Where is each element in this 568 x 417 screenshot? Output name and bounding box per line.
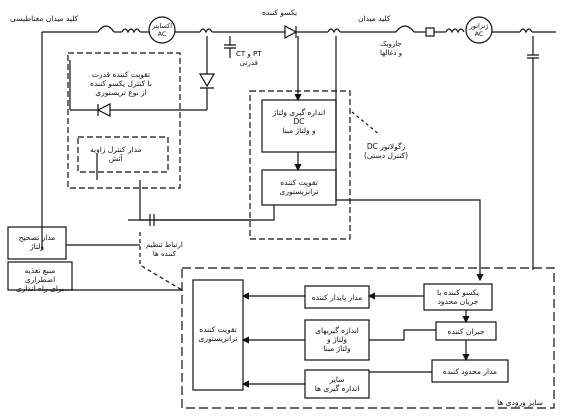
exciter-field-coil <box>121 28 141 34</box>
brush-contact-symbol <box>425 27 435 37</box>
exciter-field-breaker-label: کلید میدان مغناطیسی <box>10 14 79 23</box>
rectifier-symbol <box>284 24 298 40</box>
pt-ct-label: PT و CT قدرتی <box>236 50 262 67</box>
field-breaker-coil <box>327 28 341 34</box>
dc-regulator-pointer <box>351 111 381 136</box>
other-inputs-label: سایر ورودی ها <box>497 398 543 407</box>
power-diode-symbol <box>198 73 216 89</box>
transistor-amp-main-label: تقویت کننده ترانزیستوری <box>198 325 238 343</box>
angle-control-box <box>77 136 169 173</box>
compensator-label: جبران کننده <box>447 327 485 336</box>
generator-ac-circle <box>465 16 493 44</box>
regulator-link-line <box>139 232 183 291</box>
exciter-output-coil <box>199 28 213 34</box>
rectifier-label: یکسو کننده <box>262 8 298 17</box>
startup-supply-block <box>7 261 73 291</box>
generator-output-coil <box>519 28 533 34</box>
limiter-label: مدار محدود کننده <box>442 367 498 376</box>
exciter-field-breaker-symbol <box>97 25 115 33</box>
bottom-control-box <box>181 267 555 409</box>
rectifier-current-limit-block <box>423 283 493 311</box>
dc-regulator-box <box>249 90 351 240</box>
power-amp-label: تقویت کننده قدرت با کنترل یکسو کننده از … <box>90 70 152 97</box>
exciter-ac-circle <box>148 16 176 44</box>
field-breaker-symbol <box>395 25 415 33</box>
voltage-correction-block <box>7 226 67 260</box>
generator-ac-label: ژنراتور AC <box>469 22 489 38</box>
field-breaker-label: کلید میدان <box>358 14 391 23</box>
limiter-block <box>431 359 509 383</box>
main-transistor-amp-block <box>192 279 244 391</box>
thyristor-symbol <box>96 103 111 117</box>
generator-field-coil <box>445 28 465 34</box>
rectifier-current-limit-label: یکسو کننده با جریان محدود <box>437 288 479 306</box>
stabilizer-label: مدار پایدار کننده <box>311 293 363 302</box>
power-amp-box <box>67 52 181 189</box>
angle-control-label: مدار کنترل زاویه آتش <box>90 145 142 163</box>
transistor-amp-small-label: تقویت کننده ترانزیستوری <box>279 178 319 196</box>
voltage-measure-ref-label: اندازه گیریهای ولتاژ و ولتاژ مبنا <box>315 326 359 353</box>
exciter-ac-label: اکسایتر AC <box>151 22 173 38</box>
voltage-correction-label: مدار تصحیح ولتاژ <box>18 233 56 251</box>
pt-ct-transformer <box>224 36 236 58</box>
dc-regulator-label: رگولاتور DC (کنترل دستی) <box>364 142 409 160</box>
regulator-link-label: ارتباط تنظیم کننده ها <box>146 241 183 258</box>
startup-supply-label: منبع تغذیه اضطراری برای راه اندازی <box>15 266 65 293</box>
brushes-slip-rings-label: جاروبک و ذغالها <box>380 40 403 57</box>
other-measurements-label: سایر اندازه گیری ها <box>314 375 360 393</box>
dc-voltage-label: اندازه گیری ولتاژ DC و ولتاژ مبنا <box>272 108 326 135</box>
